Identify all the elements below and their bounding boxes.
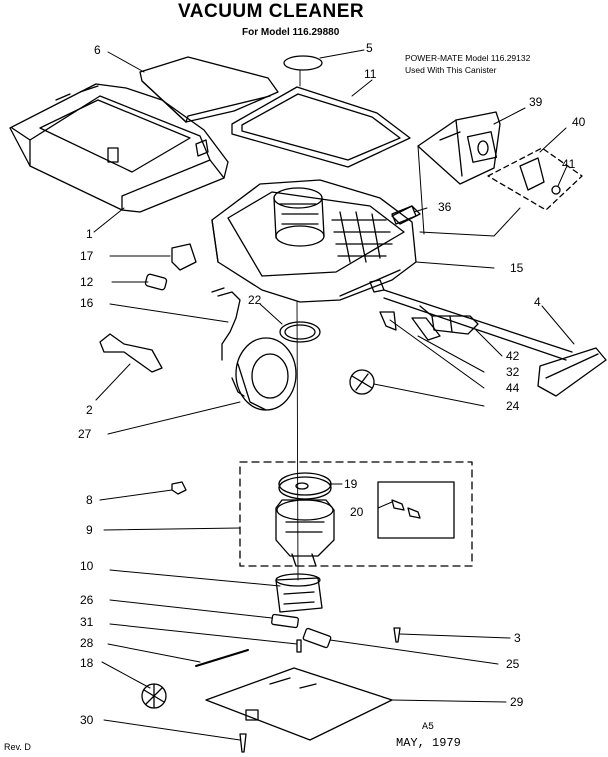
part-24-wheel [349,369,375,395]
part-1-top-housing [9,83,229,213]
callout-3: 3 [514,631,521,645]
part-5-filter-disc [283,55,323,71]
callout-40: 40 [572,115,586,129]
callout-28: 28 [80,636,94,650]
callout-4: 4 [534,295,541,309]
callout-26: 26 [80,593,94,607]
callout-5: 5 [366,41,373,55]
callout-11: 11 [364,67,377,81]
part-32-clip [411,317,441,341]
leader-lines [93,49,575,741]
powermate-line-2: Used With This Canister [405,65,497,75]
print-date: MAY, 1979 [396,736,461,750]
revision-label: Rev. D [4,742,31,752]
callout-18: 18 [80,656,94,670]
callout-36: 36 [438,200,452,214]
part-30-screw [239,733,247,753]
callout-24: 24 [506,399,520,413]
part-12-button [144,273,168,291]
part-4-handle [383,289,607,397]
callout-25: 25 [506,657,520,671]
callout-44: 44 [506,381,520,395]
part-29-bottom-plate [205,667,393,741]
part-27-cord-reel [231,337,297,411]
callout-8: 8 [86,493,93,507]
part-22-ring [279,321,321,343]
part-20-brush-box [377,481,455,539]
part-3-screw [393,627,401,643]
print-code: A5 [422,722,435,733]
part-17-switch [171,243,197,271]
callout-42: 42 [506,349,520,363]
center-axis [296,301,299,581]
callout-22: 22 [248,293,262,307]
callout-27: 27 [78,427,92,441]
callout-29: 29 [510,695,524,709]
part-20-brush-left [391,499,405,511]
callout-30: 30 [80,713,94,727]
part-41-screw [551,185,561,195]
part-8-nut [171,481,187,495]
callout-17: 17 [80,249,94,263]
callout-41: 41 [562,157,576,171]
callout-32: 32 [506,365,520,379]
callout-10: 10 [80,559,94,573]
part-11-gasket [231,86,411,168]
part-36-connector [391,205,421,225]
part-2-bracket [99,333,163,373]
callout-15: 15 [510,261,524,275]
callout-19: 19 [344,477,358,491]
callout-1: 1 [86,227,93,241]
part-31-screw [296,639,302,653]
callout-2: 2 [86,403,93,417]
callout-9: 9 [86,523,93,537]
diagram-title: VACUUM CLEANER [178,1,365,22]
part-20-brush-right [407,507,421,519]
part-26-pad [271,613,299,629]
callout-20: 20 [350,505,364,519]
part-18-front-wheel [141,683,167,709]
part-10-filter-cylinder [275,573,323,613]
powermate-note: POWER-MATE Model 116.29132 Used With Thi… [405,52,530,76]
part-15-canister-body [211,179,417,303]
callout-6: 6 [94,43,101,57]
part-40-socket-plate [487,147,583,211]
model-number: For Model 116.29880 [242,27,340,38]
part-25-pad [302,627,332,649]
part-22-ring-inner [284,324,316,340]
part-44-clip [379,311,397,331]
powermate-line-1: POWER-MATE Model 116.29132 [405,53,531,63]
part-19-fan [278,472,332,500]
part-16-power-cord [211,287,241,361]
callout-39: 39 [529,95,543,109]
callout-16: 16 [80,296,94,310]
part-28-rod [195,649,249,667]
part-6-lid-cover [139,56,279,123]
callout-31: 31 [80,615,94,629]
callout-12: 12 [80,275,94,289]
part-9-motor [275,499,335,567]
part-39-socket-housing [417,111,501,185]
